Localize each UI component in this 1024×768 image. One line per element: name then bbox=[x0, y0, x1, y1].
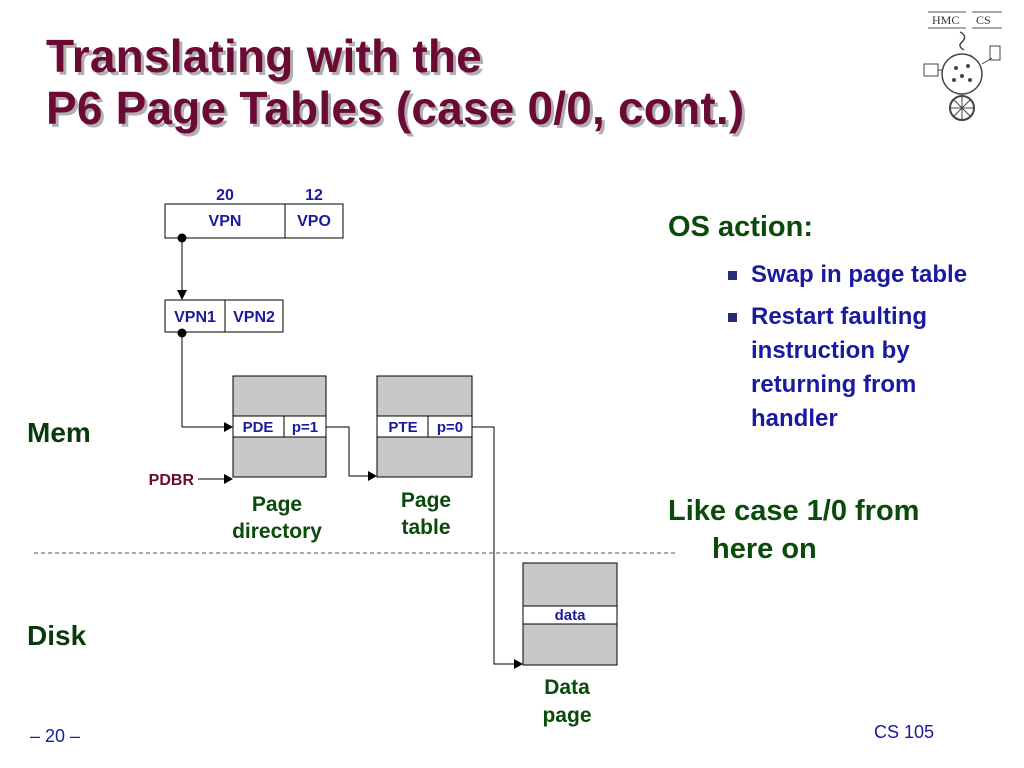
pdbr-arrow-head bbox=[224, 474, 233, 484]
data-label: data bbox=[555, 607, 587, 624]
pte-to-data-page-arrow bbox=[514, 659, 523, 669]
vpn-bits-label: 20 bbox=[216, 187, 234, 204]
data-page-lower bbox=[522, 623, 618, 666]
like-case-line-2: here on bbox=[712, 533, 817, 565]
vpn1-to-pde-arrow bbox=[224, 422, 233, 432]
page-table-label-2: table bbox=[401, 516, 450, 539]
page-directory-label-2: directory bbox=[232, 520, 322, 543]
vpn2-field bbox=[224, 299, 284, 333]
vpn-arrow-head bbox=[177, 290, 187, 300]
vpn1-to-pde-line bbox=[181, 333, 225, 428]
mem-label: Mem bbox=[27, 417, 91, 448]
page-number: – 20 – bbox=[30, 726, 81, 746]
pte-present-label: p=0 bbox=[437, 419, 463, 436]
page-table-upper bbox=[376, 375, 473, 417]
data-page-label-2: page bbox=[542, 704, 591, 727]
logo-text-right: CS bbox=[976, 13, 991, 27]
page-table-lower bbox=[376, 436, 473, 478]
logo-text-left: HMC bbox=[932, 13, 959, 27]
pdbr-label: PDBR bbox=[149, 472, 195, 489]
vpo-label: VPO bbox=[297, 213, 331, 230]
os-action-heading: OS action: bbox=[668, 211, 814, 243]
title-line-1: Translating with the bbox=[46, 30, 482, 82]
os-action-bullet-1: Swap in page table bbox=[728, 258, 988, 292]
data-page-upper bbox=[522, 562, 618, 607]
vpo-bits-label: 12 bbox=[305, 187, 323, 204]
vpn1-label: VPN1 bbox=[174, 309, 216, 326]
disk-label: Disk bbox=[27, 620, 87, 651]
title-line-2: P6 Page Tables (case 0/0, cont.) bbox=[46, 82, 745, 134]
os-action-list: Swap in page table Restart faulting inst… bbox=[728, 258, 988, 444]
page-directory-label-1: Page bbox=[252, 493, 302, 516]
like-case-line-1: Like case 1/0 from bbox=[668, 495, 920, 527]
os-action-bullet-2: Restart faulting instruction by returnin… bbox=[728, 300, 988, 436]
pde-to-page-table-line bbox=[326, 426, 368, 477]
pte-label: PTE bbox=[388, 419, 417, 436]
hmc-cs-logo: HMC CS bbox=[923, 11, 1002, 121]
course-label: CS 105 bbox=[874, 722, 935, 742]
vpo-field bbox=[284, 203, 344, 239]
vpn-field bbox=[164, 203, 286, 239]
slide-title: Translating with the P6 Page Tables (cas… bbox=[46, 30, 744, 134]
pte-to-data-page-line bbox=[472, 426, 514, 665]
vpn-label: VPN bbox=[209, 213, 242, 230]
data-page-label-1: Data bbox=[544, 676, 590, 699]
pde-to-page-table-arrow bbox=[368, 471, 377, 481]
pde-present-label: p=1 bbox=[292, 419, 318, 436]
like-case-note: Like case 1/0 from here on bbox=[668, 492, 919, 568]
page-directory-lower bbox=[232, 436, 327, 478]
page-table-label-1: Page bbox=[401, 489, 451, 512]
pde-label: PDE bbox=[243, 419, 274, 436]
page-directory-upper bbox=[232, 375, 327, 417]
vpn1-field bbox=[164, 299, 226, 333]
vpn2-label: VPN2 bbox=[233, 309, 275, 326]
